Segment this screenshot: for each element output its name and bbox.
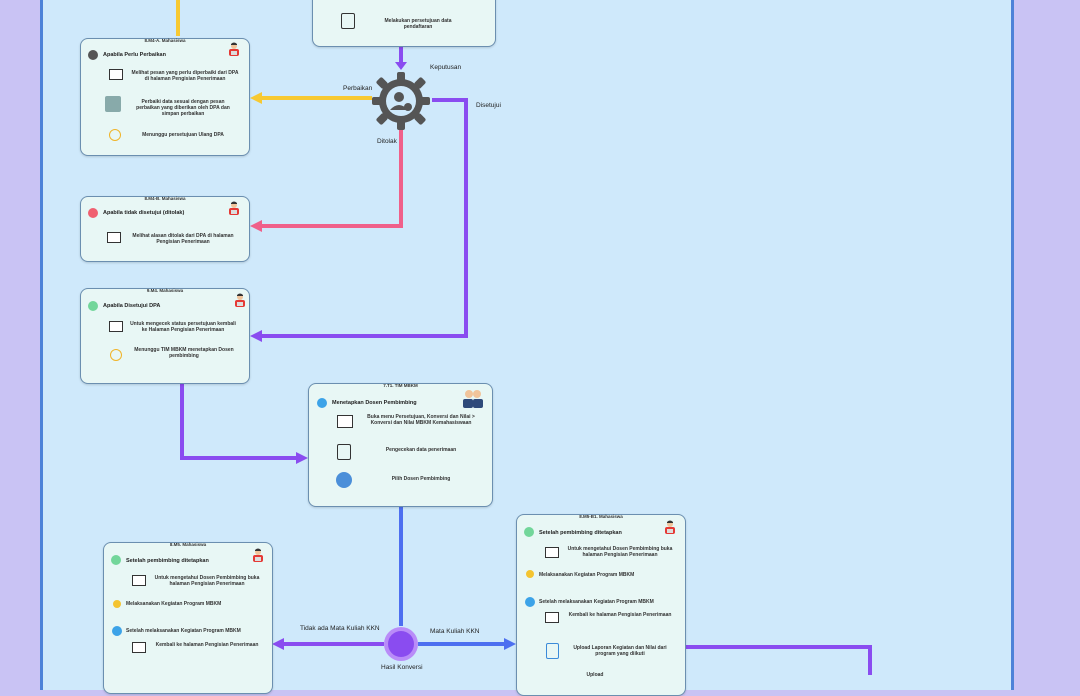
- card-title: Setelah pembimbing ditetapkan: [539, 530, 622, 536]
- rejected-card: 8.M4-B. Mahasiswa Apabila tidak disetuju…: [80, 196, 250, 262]
- monitor-icon: [545, 612, 559, 623]
- card-tag: 9.M4. Mahasiswa: [146, 288, 184, 293]
- lecturer-icon: [336, 472, 352, 488]
- step-approval: Melakukan persetujuan data pendaftaran: [384, 18, 452, 30]
- step-1: Melihat pesan yang perlu diperbaiki dari…: [131, 70, 239, 82]
- step-2: Melaksanakan Kegiatan Program MBKM: [539, 572, 635, 578]
- card-tag: 7.T1. TIM MBKM: [383, 383, 418, 388]
- decision-gear-icon: [372, 72, 430, 130]
- student-avatar-icon: [663, 520, 677, 534]
- student-avatar-icon: [227, 201, 241, 215]
- m5-b1-card: 8.M5-B1. Mahasiswa Setelah pembimbing di…: [516, 514, 686, 696]
- card-tag: 8.M4-A. Mahasiswa: [144, 38, 186, 43]
- check-icon: [524, 527, 534, 537]
- card-tag: 8.M4-B. Mahasiswa: [144, 196, 186, 201]
- decision-label: Keputusan: [430, 64, 462, 71]
- card-title: Apabila Disetujui DPA: [103, 303, 161, 309]
- step-2: Perbaiki data sesuai dengan pesan perbai…: [136, 99, 230, 117]
- approval-card: Melakukan persetujuan data pendaftaran: [312, 0, 496, 47]
- step-3: Setelah melaksanakan Kegiatan Program MB…: [126, 628, 241, 634]
- pencil-icon: [88, 50, 98, 60]
- student-avatar-icon: [251, 548, 265, 562]
- step-6: Upload: [586, 672, 604, 678]
- step-2: Melaksanakan Kegiatan Program MBKM: [126, 601, 222, 607]
- card-tag: 8.M5-B1. Mahasiswa: [579, 514, 623, 519]
- flow-connectors: [176, 0, 872, 675]
- check-icon: [111, 555, 121, 565]
- monitor-icon: [109, 69, 123, 80]
- step-3: Menunggu persetujuan Ulang DPA: [142, 132, 224, 138]
- step-2: Menunggu TIM MBKM menetapkan Dosen pembi…: [134, 347, 234, 359]
- branch-repair-label: Perbaikan: [343, 85, 373, 92]
- step-1: Melihat alasan ditolak dari DPA di halam…: [132, 233, 234, 245]
- step-3: Pilih Dosen Pembimbing: [391, 476, 451, 482]
- document-icon: [341, 13, 355, 29]
- conversion-node: [384, 627, 418, 661]
- monitor-icon: [132, 575, 146, 586]
- conversion-label: Hasil Konversi: [381, 664, 423, 671]
- close-icon: [88, 208, 98, 218]
- monitor-icon: [107, 232, 121, 243]
- branch-rejected-label: Ditolak: [377, 138, 397, 145]
- monitor-icon: [545, 547, 559, 558]
- edit-document-icon: [105, 96, 121, 112]
- hand-icon: [526, 570, 534, 578]
- step-4: Kembali ke halaman Pengisian Penerimaan: [155, 642, 259, 648]
- card-title: Apabila tidak disetujui (ditolak): [103, 210, 185, 216]
- monitor-icon: [109, 321, 123, 332]
- play-icon: [112, 626, 122, 636]
- repair-card: 8.M4-A. Mahasiswa Apabila Perlu Perbaika…: [80, 38, 250, 156]
- card-title: Menetapkan Dosen Pembimbing: [332, 400, 417, 406]
- branch-approved-label: Disetujui: [476, 102, 501, 109]
- card-tag: 8.M5. Mahasiswa: [169, 542, 207, 547]
- conversion-right-label: Mata Kuliah KKN: [430, 628, 480, 635]
- hand-icon: [113, 600, 121, 608]
- step-5: Upload Laporan Kegiatan dan Nilai dari p…: [573, 645, 667, 657]
- step-1: Buka menu Persetujuan, Konversi dan Nila…: [367, 414, 475, 426]
- team-avatar-icon: [461, 388, 485, 408]
- m5-card: 8.M5. Mahasiswa Setelah pembimbing ditet…: [103, 542, 273, 694]
- step-1: Untuk mengetahui Dosen Pembimbing buka h…: [567, 546, 673, 558]
- clock-icon: [110, 349, 122, 361]
- approved-card: 9.M4. Mahasiswa Apabila Disetujui DPA Un…: [80, 288, 250, 384]
- tim-mbkm-card: 7.T1. TIM MBKM Menetapkan Dosen Pembimbi…: [308, 383, 493, 507]
- monitor-icon: [132, 642, 146, 653]
- step-2: Pengecekan data penerimaan: [385, 447, 457, 453]
- card-title: Setelah pembimbing ditetapkan: [126, 558, 209, 564]
- clipboard-search-icon: [337, 444, 351, 460]
- play-icon: [317, 398, 327, 408]
- play-icon: [525, 597, 535, 607]
- step-4: Kembali ke halaman Pengisian Penerimaan: [568, 612, 672, 618]
- upload-file-icon: [546, 643, 559, 659]
- card-title: Apabila Perlu Perbaikan: [103, 52, 166, 58]
- step-3: Setelah melaksanakan Kegiatan Program MB…: [539, 599, 654, 605]
- step-1: Untuk mengetahui Dosen Pembimbing buka h…: [154, 575, 260, 587]
- student-avatar-icon: [233, 293, 247, 307]
- monitor-icon: [337, 415, 353, 428]
- conversion-left-label: Tidak ada Mata Kuliah KKN: [300, 625, 380, 632]
- check-icon: [88, 301, 98, 311]
- clock-icon: [109, 129, 121, 141]
- student-avatar-icon: [227, 42, 241, 56]
- step-1: Untuk mengecek status persetujuan kembal…: [130, 321, 236, 333]
